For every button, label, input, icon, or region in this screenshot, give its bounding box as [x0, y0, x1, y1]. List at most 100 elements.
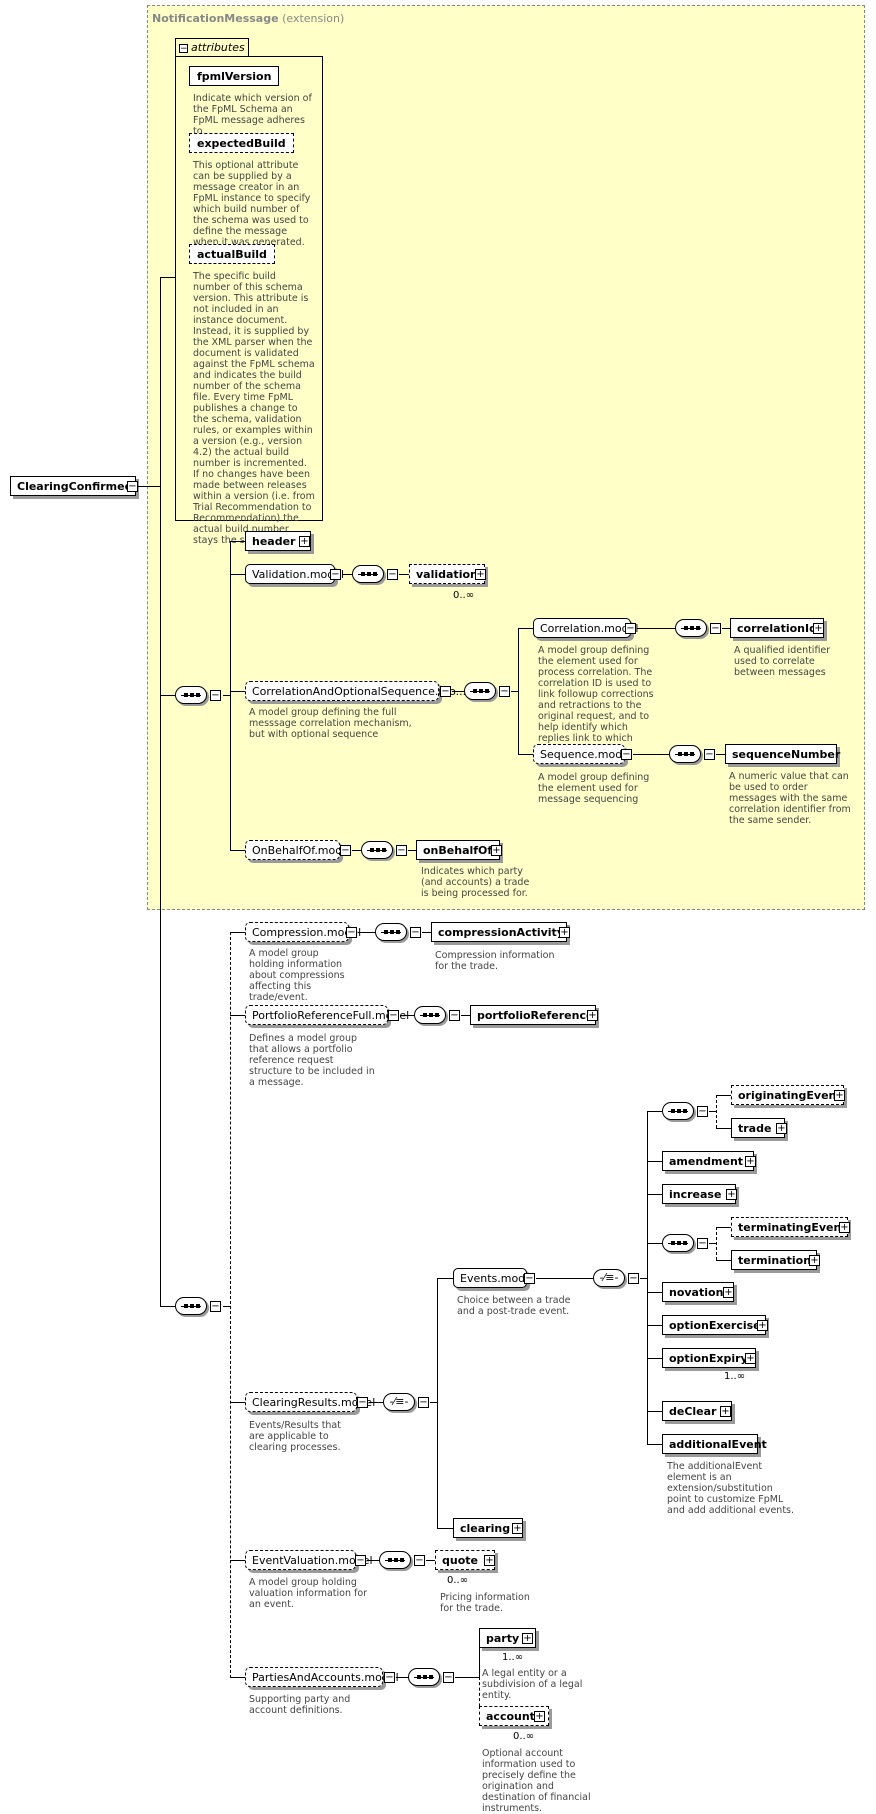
- element-onBehalfOf[interactable]: onBehalfOf: [416, 840, 500, 860]
- collapse-icon[interactable]: −: [625, 623, 636, 634]
- expand-icon[interactable]: +: [491, 845, 502, 856]
- collapse-icon[interactable]: −: [396, 845, 407, 856]
- collapse-icon[interactable]: −: [524, 1273, 535, 1284]
- expand-icon[interactable]: +: [720, 1406, 731, 1417]
- connector: [230, 1402, 245, 1403]
- element-trade[interactable]: trade: [731, 1118, 785, 1138]
- group-events-model[interactable]: Events.model: [453, 1268, 535, 1288]
- element-additionalEvent[interactable]: additionalEvent: [662, 1434, 767, 1454]
- element-amendment[interactable]: amendment: [662, 1151, 754, 1171]
- connector: [230, 1015, 245, 1016]
- expand-icon[interactable]: +: [726, 1189, 737, 1200]
- sequence-compositor: [375, 923, 407, 941]
- element-correlationId[interactable]: correlationId: [730, 618, 824, 638]
- expand-icon[interactable]: +: [776, 1123, 787, 1134]
- collapse-icon[interactable]: −: [357, 1397, 368, 1408]
- collapse-icon[interactable]: −: [443, 1672, 454, 1683]
- expand-icon[interactable]: +: [512, 1523, 523, 1534]
- group-compression-model[interactable]: Compression.model: [245, 922, 361, 942]
- element-novation[interactable]: novation: [662, 1282, 734, 1302]
- collapse-icon[interactable]: −: [179, 43, 188, 54]
- expand-icon[interactable]: +: [475, 569, 486, 580]
- element-clearing[interactable]: clearing: [453, 1518, 523, 1538]
- element-validation[interactable]: validation: [409, 564, 485, 584]
- expand-icon[interactable]: +: [809, 1255, 820, 1266]
- expand-icon[interactable]: +: [723, 1287, 734, 1298]
- expand-icon[interactable]: +: [813, 623, 824, 634]
- attributes-tab[interactable]: −attributes: [175, 38, 249, 57]
- attribute-actualBuild[interactable]: actualBuild: [189, 244, 275, 264]
- collapse-icon[interactable]: −: [387, 569, 398, 580]
- group-correlation-model[interactable]: Correlation.model: [533, 618, 638, 638]
- collapse-icon[interactable]: −: [330, 569, 341, 580]
- collapse-icon[interactable]: −: [440, 686, 451, 697]
- element-quote[interactable]: quote: [435, 1550, 495, 1570]
- element-optionExpiry[interactable]: optionExpiry: [662, 1348, 756, 1368]
- element-portfolioReference[interactable]: portfolioReference: [470, 1005, 596, 1025]
- collapse-icon[interactable]: −: [210, 1301, 221, 1312]
- collapse-icon[interactable]: −: [346, 927, 357, 938]
- collapse-icon[interactable]: −: [355, 1555, 366, 1566]
- expand-icon[interactable]: +: [299, 536, 310, 547]
- collapse-icon[interactable]: −: [210, 690, 221, 701]
- connector: [408, 850, 416, 851]
- collapse-icon[interactable]: −: [414, 1555, 425, 1566]
- collapse-icon[interactable]: −: [499, 686, 510, 697]
- element-header[interactable]: header: [245, 531, 311, 551]
- expand-icon[interactable]: +: [839, 1222, 850, 1233]
- collapse-icon[interactable]: −: [697, 1238, 708, 1249]
- root-element[interactable]: ClearingConfirmed: [10, 476, 136, 496]
- group-onbehalfof-model[interactable]: OnBehalfOf.model: [245, 840, 352, 860]
- group-description: A model group defining the element used …: [538, 645, 654, 755]
- element-optionExercise[interactable]: optionExercise: [662, 1315, 766, 1335]
- collapse-icon[interactable]: −: [710, 623, 721, 634]
- expand-icon[interactable]: +: [834, 1090, 845, 1101]
- connector: [647, 1194, 662, 1195]
- element-sequenceNumber[interactable]: sequenceNumber: [725, 744, 840, 764]
- element-termination[interactable]: termination: [731, 1250, 817, 1270]
- collapse-icon[interactable]: −: [388, 1010, 399, 1021]
- group-description: Choice between a trade and a post-trade …: [457, 1295, 571, 1317]
- connector: [367, 1560, 379, 1561]
- group-correlation-optional-sequence[interactable]: CorrelationAndOptionalSequence.mo...: [245, 681, 466, 701]
- element-account[interactable]: account: [479, 1706, 549, 1726]
- expand-icon[interactable]: +: [534, 1711, 545, 1722]
- group-sequence-model[interactable]: Sequence.model: [533, 744, 632, 764]
- expand-icon[interactable]: +: [587, 1010, 598, 1021]
- collapse-icon[interactable]: −: [621, 749, 632, 760]
- collapse-icon[interactable]: −: [384, 1672, 395, 1683]
- element-description: Optional account information used to pre…: [482, 1748, 591, 1814]
- element-originatingEvent[interactable]: originatingEvent: [731, 1085, 844, 1105]
- collapse-icon[interactable]: −: [340, 845, 351, 856]
- element-terminatingEvent[interactable]: terminatingEvent: [731, 1217, 848, 1237]
- expand-icon[interactable]: +: [757, 1320, 768, 1331]
- expand-icon[interactable]: +: [559, 927, 570, 938]
- connector: [722, 628, 730, 629]
- element-compressionActivity[interactable]: compressionActivity: [431, 922, 567, 942]
- collapse-icon[interactable]: −: [449, 1010, 460, 1021]
- sequence-compositor: [414, 1006, 446, 1024]
- element-description: Indicates which party (and accounts) a t…: [421, 866, 530, 899]
- attribute-expectedBuild[interactable]: expectedBuild: [189, 133, 294, 153]
- expand-icon[interactable]: +: [522, 1633, 533, 1644]
- element-deClear[interactable]: deClear: [662, 1401, 732, 1421]
- expand-icon[interactable]: +: [745, 1156, 756, 1167]
- collapse-icon[interactable]: −: [704, 749, 715, 760]
- attribute-fpmlVersion[interactable]: fpmlVersion: [189, 66, 280, 86]
- group-parties-accounts-model[interactable]: PartiesAndAccounts.model: [245, 1667, 399, 1687]
- element-party[interactable]: party: [479, 1628, 536, 1648]
- group-clearing-results-model[interactable]: ClearingResults.model: [245, 1392, 375, 1412]
- sequence-compositor: [662, 1234, 694, 1252]
- connector: [160, 277, 161, 1307]
- group-validation-model[interactable]: Validation.model: [245, 564, 344, 584]
- collapse-icon[interactable]: −: [127, 481, 138, 492]
- expand-icon[interactable]: +: [745, 1353, 756, 1364]
- collapse-icon[interactable]: −: [410, 927, 421, 938]
- expand-icon[interactable]: +: [484, 1555, 495, 1566]
- element-increase[interactable]: increase: [662, 1184, 736, 1204]
- collapse-icon[interactable]: −: [697, 1106, 708, 1117]
- group-event-valuation-model[interactable]: EventValuation.model: [245, 1550, 373, 1570]
- collapse-icon[interactable]: −: [418, 1397, 429, 1408]
- collapse-icon[interactable]: −: [628, 1273, 639, 1284]
- group-portfolio-reference-full-model[interactable]: PortfolioReferenceFull.model: [245, 1005, 409, 1025]
